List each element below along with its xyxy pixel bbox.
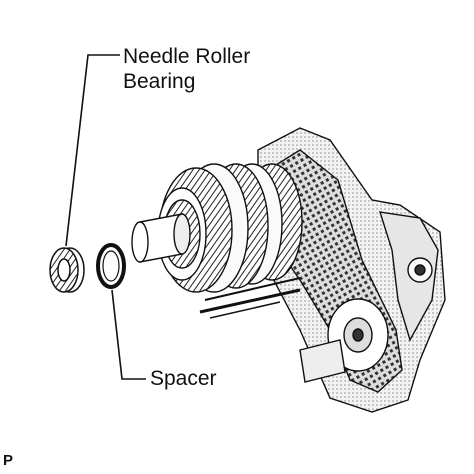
figure-code: P xyxy=(3,452,14,469)
spacer-leader xyxy=(111,289,146,380)
spacer-label: Spacer xyxy=(150,367,217,390)
leader-lines xyxy=(65,54,146,380)
spacer-ring xyxy=(96,243,126,289)
needle-bearing-leader xyxy=(65,54,120,247)
needle-roller-bearing-label-line1: Needle Roller xyxy=(123,45,251,68)
transfer-assembly xyxy=(131,127,446,413)
needle-roller-bearing-label: Needle Roller Bearing xyxy=(123,44,250,94)
needle-roller-bearing-label-line2: Bearing xyxy=(123,70,196,93)
needle-roller-bearing xyxy=(49,247,85,293)
